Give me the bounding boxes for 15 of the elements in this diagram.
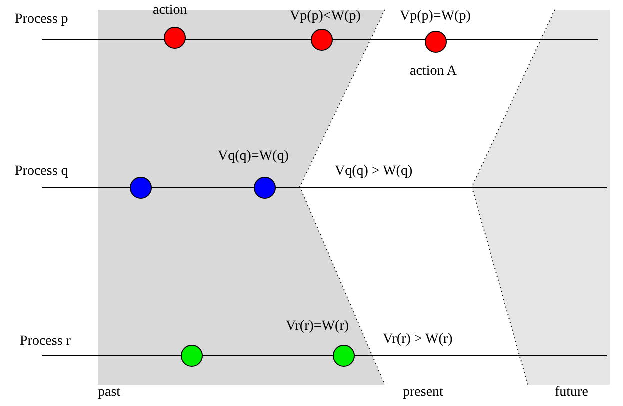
event-label: action — [153, 3, 188, 19]
event-label: Vq(q)=W(q) — [218, 149, 289, 165]
state-label: Vq(q) > W(q) — [335, 164, 413, 180]
event-label: action A — [410, 64, 458, 80]
region-label: future — [555, 385, 588, 401]
process-name: Process r — [20, 334, 71, 350]
state-label: Vr(r) > W(r) — [383, 332, 453, 348]
event-label: Vp(p)<W(p) — [290, 9, 361, 25]
region-label: present — [403, 385, 444, 401]
event-label: Vp(p)=W(p) — [400, 9, 471, 25]
process-name: Process q — [15, 164, 68, 180]
region-label: past — [98, 385, 121, 401]
event-circle — [425, 31, 447, 53]
event-label: Vr(r)=W(r) — [286, 319, 350, 335]
process-name: Process p — [15, 12, 68, 28]
